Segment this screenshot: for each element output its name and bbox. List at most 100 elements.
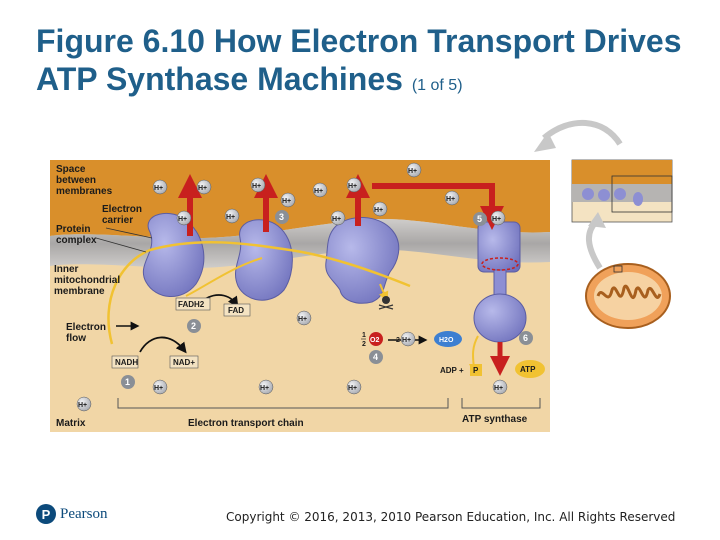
- label-electron-transport-chain: Electron transport chain: [188, 418, 304, 429]
- svg-text:H+: H+: [446, 196, 455, 203]
- h-ion: H+: [196, 179, 212, 195]
- svg-text:H+: H+: [260, 385, 269, 392]
- label-electron-flow: Electron: [66, 322, 106, 333]
- step-5-marker: 5: [473, 212, 487, 226]
- inset-proteins: [582, 188, 643, 206]
- svg-text:6: 6: [523, 333, 528, 343]
- label-electron-carrier: Electron: [102, 204, 142, 215]
- o2-label: O2: [370, 337, 379, 344]
- half-numerator: 1: [362, 332, 366, 339]
- fad-label: FAD: [228, 306, 244, 315]
- h-ion: H+: [492, 379, 508, 395]
- svg-text:H+: H+: [408, 168, 417, 175]
- electron-path: [107, 240, 411, 345]
- svg-text:H+: H+: [282, 198, 291, 205]
- nad-box: [169, 355, 199, 369]
- nad-label: NAD+: [173, 358, 195, 367]
- svg-text:H+: H+: [402, 337, 411, 344]
- label-inner-membrane: Inner: [54, 264, 79, 275]
- svg-text:H+: H+: [198, 185, 207, 192]
- protein-complex-2: [235, 219, 293, 301]
- label-inner-membrane-2: mitochondrial: [54, 275, 120, 286]
- h-ion: H+: [280, 192, 296, 208]
- label-protein-complex: Protein: [56, 224, 90, 235]
- h-ion: H+: [372, 201, 388, 217]
- h-ion: H+: [224, 208, 240, 224]
- step-3-marker: 3: [275, 210, 289, 224]
- fadh2-box: [175, 297, 211, 311]
- h2o-label: H2O: [439, 337, 454, 344]
- step-4-marker: 4: [369, 350, 383, 364]
- svg-text:H+: H+: [494, 385, 503, 392]
- h-ion: H+: [490, 210, 506, 226]
- zoom-arrowhead-top: [534, 132, 556, 152]
- svg-text:H+: H+: [348, 385, 357, 392]
- svg-text:H+: H+: [332, 216, 341, 223]
- phosphate-box: [470, 364, 482, 376]
- h-ion: H+: [152, 179, 168, 195]
- atp-synthase-stalk: [493, 269, 507, 297]
- h-ion: H+: [152, 379, 168, 395]
- step-2-marker: 2: [187, 319, 201, 333]
- slide-title: Figure 6.10 How Electron Transport Drive…: [36, 22, 706, 105]
- half-denominator: 2: [362, 341, 366, 348]
- h-ion: H+: [444, 190, 460, 206]
- svg-text:H+: H+: [374, 207, 383, 214]
- label-inner-membrane-3: membrane: [54, 286, 105, 297]
- zoom-arrowhead-bottom: [588, 212, 606, 228]
- step-6-marker: 6: [519, 331, 533, 345]
- protein-complex-3: [325, 216, 400, 304]
- label-protein-complex-2: complex: [56, 235, 97, 246]
- svg-text:5: 5: [477, 214, 482, 224]
- title-subtitle: (1 of 5): [411, 77, 463, 94]
- svg-text:1: 1: [125, 377, 130, 387]
- inset-intermembrane: [572, 160, 672, 184]
- svg-text:H+: H+: [178, 216, 187, 223]
- h-ion: H+: [346, 177, 362, 193]
- adp-label: ADP +: [440, 366, 464, 375]
- mitochondrion-icon: [585, 263, 671, 329]
- nadh-label: NADH: [115, 358, 138, 367]
- poison-icon: [378, 296, 394, 310]
- svg-text:H+: H+: [154, 385, 163, 392]
- nadh-box: [111, 355, 139, 369]
- pearson-logo-mark: P: [36, 504, 56, 524]
- h-ion: H+: [296, 310, 312, 326]
- atp-molecule: [515, 360, 545, 378]
- atp-label: ATP: [520, 365, 536, 374]
- title-main: Figure 6.10 How Electron Transport Drive…: [36, 23, 682, 97]
- step-1-marker: 1: [121, 375, 135, 389]
- label-electron-flow-2: flow: [66, 333, 86, 344]
- svg-text:4: 4: [373, 352, 378, 362]
- atp-synthase-rotor: [477, 221, 521, 273]
- etc-bracket: [117, 398, 449, 409]
- svg-text:H+: H+: [314, 188, 323, 195]
- copyright-notice: Copyright © 2016, 2013, 2010 Pearson Edu…: [226, 510, 676, 524]
- label-pointer-complex: [95, 237, 147, 253]
- zoom-arrow-bottom: [586, 219, 603, 270]
- electron-path-end: [379, 283, 389, 302]
- label-space: Space: [56, 164, 86, 175]
- atp-synthase-bracket: [461, 398, 541, 409]
- intermembrane-space: [50, 160, 550, 239]
- nadh-oxidation-arrow: [139, 336, 187, 354]
- svg-text:H+: H+: [252, 183, 261, 190]
- inset-highlight-box: [611, 175, 673, 213]
- label-atp-synthase: ATP synthase: [462, 414, 528, 425]
- h-ion: H+: [250, 177, 266, 193]
- svg-text:H+: H+: [226, 214, 235, 221]
- water-molecule: [434, 331, 462, 347]
- h-ion: H+: [346, 379, 362, 395]
- fadh2-label: FADH2: [178, 300, 205, 309]
- label-matrix: Matrix: [56, 418, 86, 429]
- svg-text:2: 2: [191, 321, 196, 331]
- pearson-logo: P Pearson: [36, 504, 108, 524]
- h-ion: H+: [330, 210, 346, 226]
- pearson-logo-text: Pearson: [60, 505, 108, 522]
- svg-text:3: 3: [279, 212, 284, 222]
- label-space-2: between: [56, 175, 96, 186]
- label-pointer-carrier: [105, 227, 153, 239]
- proton-flow-arrow: [372, 183, 504, 230]
- atp-synthase-knob: [473, 293, 527, 343]
